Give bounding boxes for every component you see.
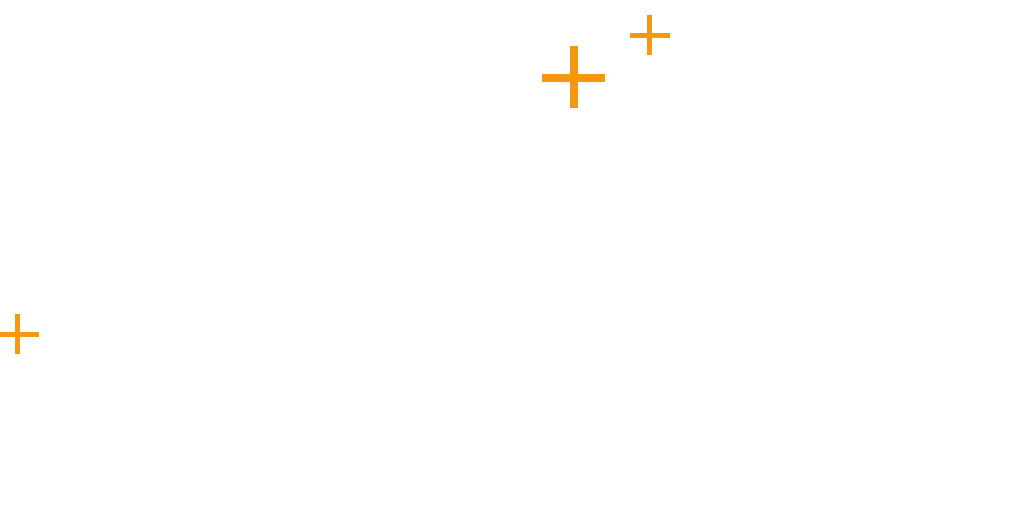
plus-vertical-bar (570, 46, 578, 108)
small-plus-icon-left (0, 314, 39, 354)
plus-vertical-bar (647, 15, 652, 55)
small-plus-icon-top (630, 15, 670, 55)
plus-vertical-bar (15, 314, 20, 354)
large-plus-icon (542, 46, 605, 108)
